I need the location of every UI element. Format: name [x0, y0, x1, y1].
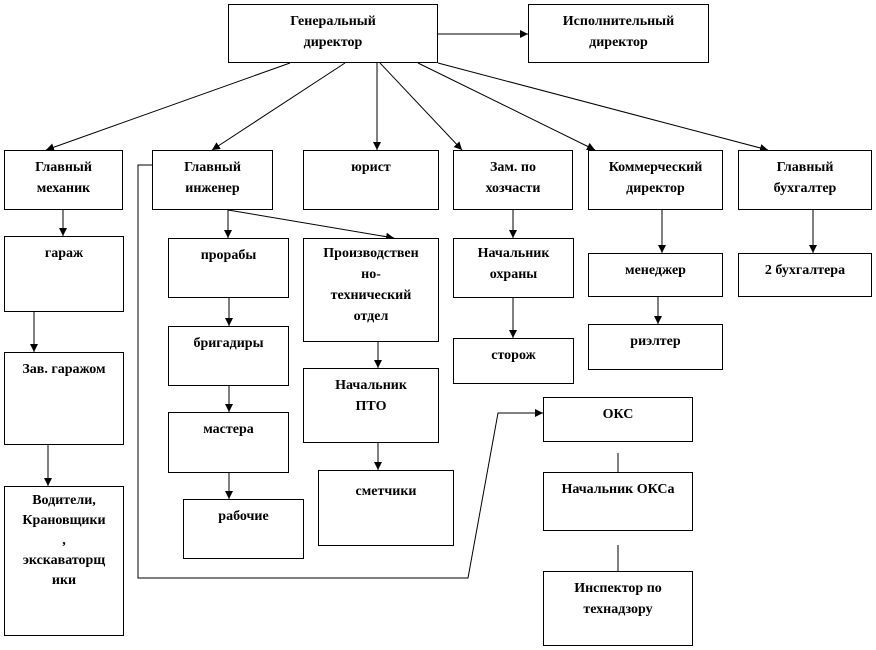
deputy-admin-box: Зам. по хозчасти [453, 150, 573, 210]
chief-mechanic-box: Главный механик [4, 150, 123, 210]
executive-director-box: Исполнительный директор [528, 4, 709, 63]
accountants-box: 2 бухгалтера [738, 253, 872, 297]
oks-box: ОКС [543, 397, 693, 442]
arrow-engineer-oks [137, 164, 543, 579]
drivers-box: Водители, Крановщики , экскаваторщ ики [4, 486, 124, 636]
workers-box: рабочие [183, 499, 304, 559]
garage-box: гараж [4, 236, 124, 312]
security-head-box: Начальник охраны [453, 238, 574, 298]
realtor-box: риэлтер [588, 324, 723, 370]
pto-head-box: Начальник ПТО [303, 368, 439, 443]
general-director-box: Генеральный директор [228, 4, 438, 63]
oks-head-box: Начальник ОКСа [543, 472, 693, 531]
watchman-box: сторож [453, 338, 574, 384]
arrow-gd-mechanic [45, 62, 291, 152]
arrow-gd-commercial [417, 62, 596, 151]
estimators-box: сметчики [318, 470, 454, 546]
chief-accountant-box: Главный бухгалтер [738, 150, 872, 210]
arrow-engineer-pto [227, 209, 395, 241]
arrow-gd-engineer [211, 62, 346, 151]
masters-box: мастера [168, 412, 289, 473]
tech-inspector-box: Инспектор по технадзору [543, 571, 693, 646]
commercial-director-box: Коммерческий директор [588, 150, 723, 210]
foremen-box: прорабы [168, 238, 289, 298]
arrow-gd-accountant [437, 62, 769, 152]
arrow-gd-deputy [379, 62, 463, 151]
brigadiers-box: бригадиры [168, 326, 289, 386]
garage-head-box: Зав. гаражом [4, 352, 124, 445]
manager-box: менеджер [588, 253, 723, 297]
lawyer-box: юрист [303, 150, 439, 210]
chief-engineer-box: Главный инженер [152, 150, 273, 210]
production-dept-box: Производствен но- технический отдел [303, 238, 439, 342]
